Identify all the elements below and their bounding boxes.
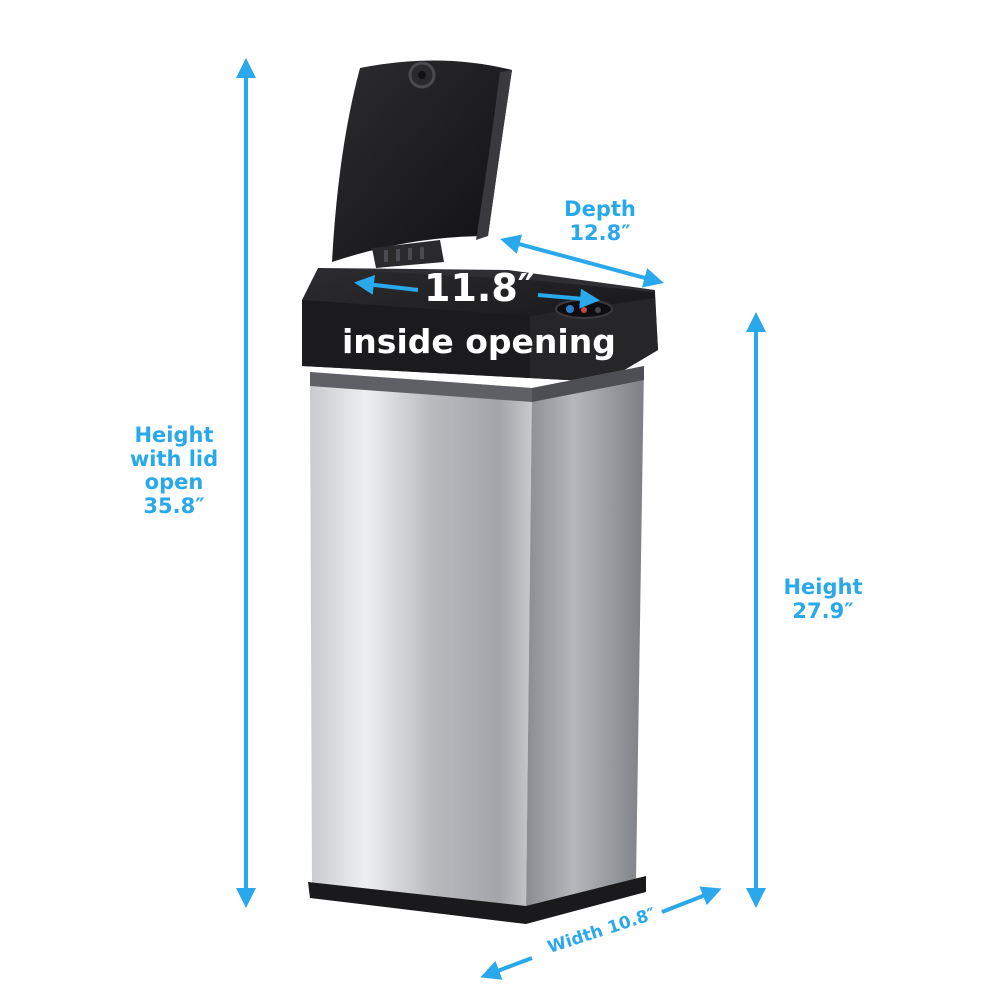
height-line-2: 27.9″ <box>792 598 854 623</box>
height-open-line-2: with lid <box>129 446 219 471</box>
opening-arrow-left <box>354 274 419 295</box>
base-trim <box>308 876 646 924</box>
depth-line-1: Depth <box>564 197 636 221</box>
opening-caption-label: inside opening <box>342 322 616 361</box>
can-body-front <box>310 372 532 912</box>
sensor-icon <box>555 299 613 319</box>
opening-size-label: 11.8″ <box>424 266 535 310</box>
height-label: Height 27.9″ <box>768 575 878 623</box>
depth-label: Depth 12.8″ <box>548 197 652 245</box>
height-open-label: Height with lid open 35.8″ <box>118 423 230 518</box>
height-open-line-3: open <box>144 470 204 495</box>
opening-arrow-right <box>537 288 600 309</box>
height-line-1: Height <box>783 575 863 599</box>
width-arrow-right <box>661 886 722 914</box>
open-lid <box>332 60 512 263</box>
depth-arrow <box>500 234 664 288</box>
depth-line-2: 12.8″ <box>569 220 631 245</box>
can-body-side <box>526 366 644 912</box>
height-open-line-4: 35.8″ <box>143 493 205 518</box>
height-open-line-1: Height <box>134 423 214 447</box>
width-arrow <box>480 956 533 980</box>
